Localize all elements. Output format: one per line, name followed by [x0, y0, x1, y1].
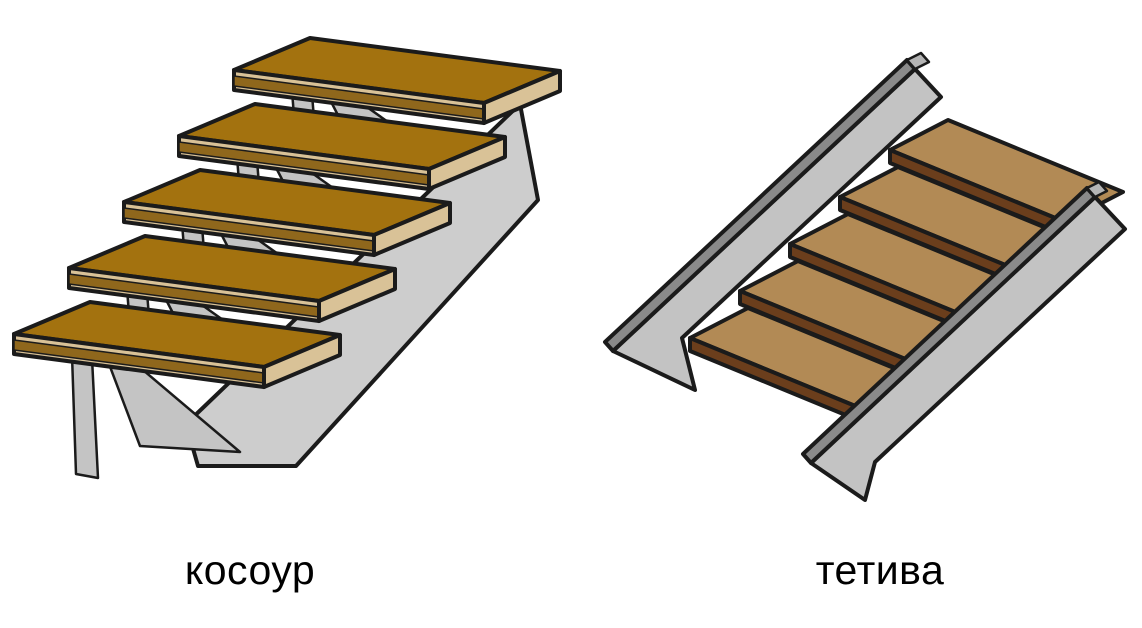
tetiva-treads — [688, 118, 1125, 425]
tetiva-figure — [575, 0, 1142, 540]
tread-end-face — [372, 201, 452, 257]
tread — [888, 118, 1125, 237]
kosour-figure — [0, 4, 570, 514]
kosour-staircase-drawing — [12, 36, 562, 480]
back-board-end-cap — [905, 51, 931, 71]
tetiva-label: тетива — [815, 547, 945, 593]
tread — [177, 102, 507, 191]
tetiva-staircase-drawing — [603, 51, 1127, 502]
tread — [122, 168, 452, 257]
front-stringer-board — [801, 180, 1127, 502]
tread-end-face — [262, 333, 342, 389]
kosour-treads — [12, 36, 562, 389]
kosour-label: косоур — [184, 547, 316, 593]
tread-end-face — [317, 267, 397, 323]
tread — [232, 36, 562, 125]
front-board-end-cap — [1085, 180, 1109, 199]
back-stringer-board — [603, 51, 943, 392]
tread — [788, 212, 1025, 331]
support-post — [70, 353, 100, 480]
tread-end-face — [427, 135, 507, 191]
tread-end-face — [482, 69, 562, 125]
tread — [12, 300, 342, 389]
tread — [67, 234, 397, 323]
